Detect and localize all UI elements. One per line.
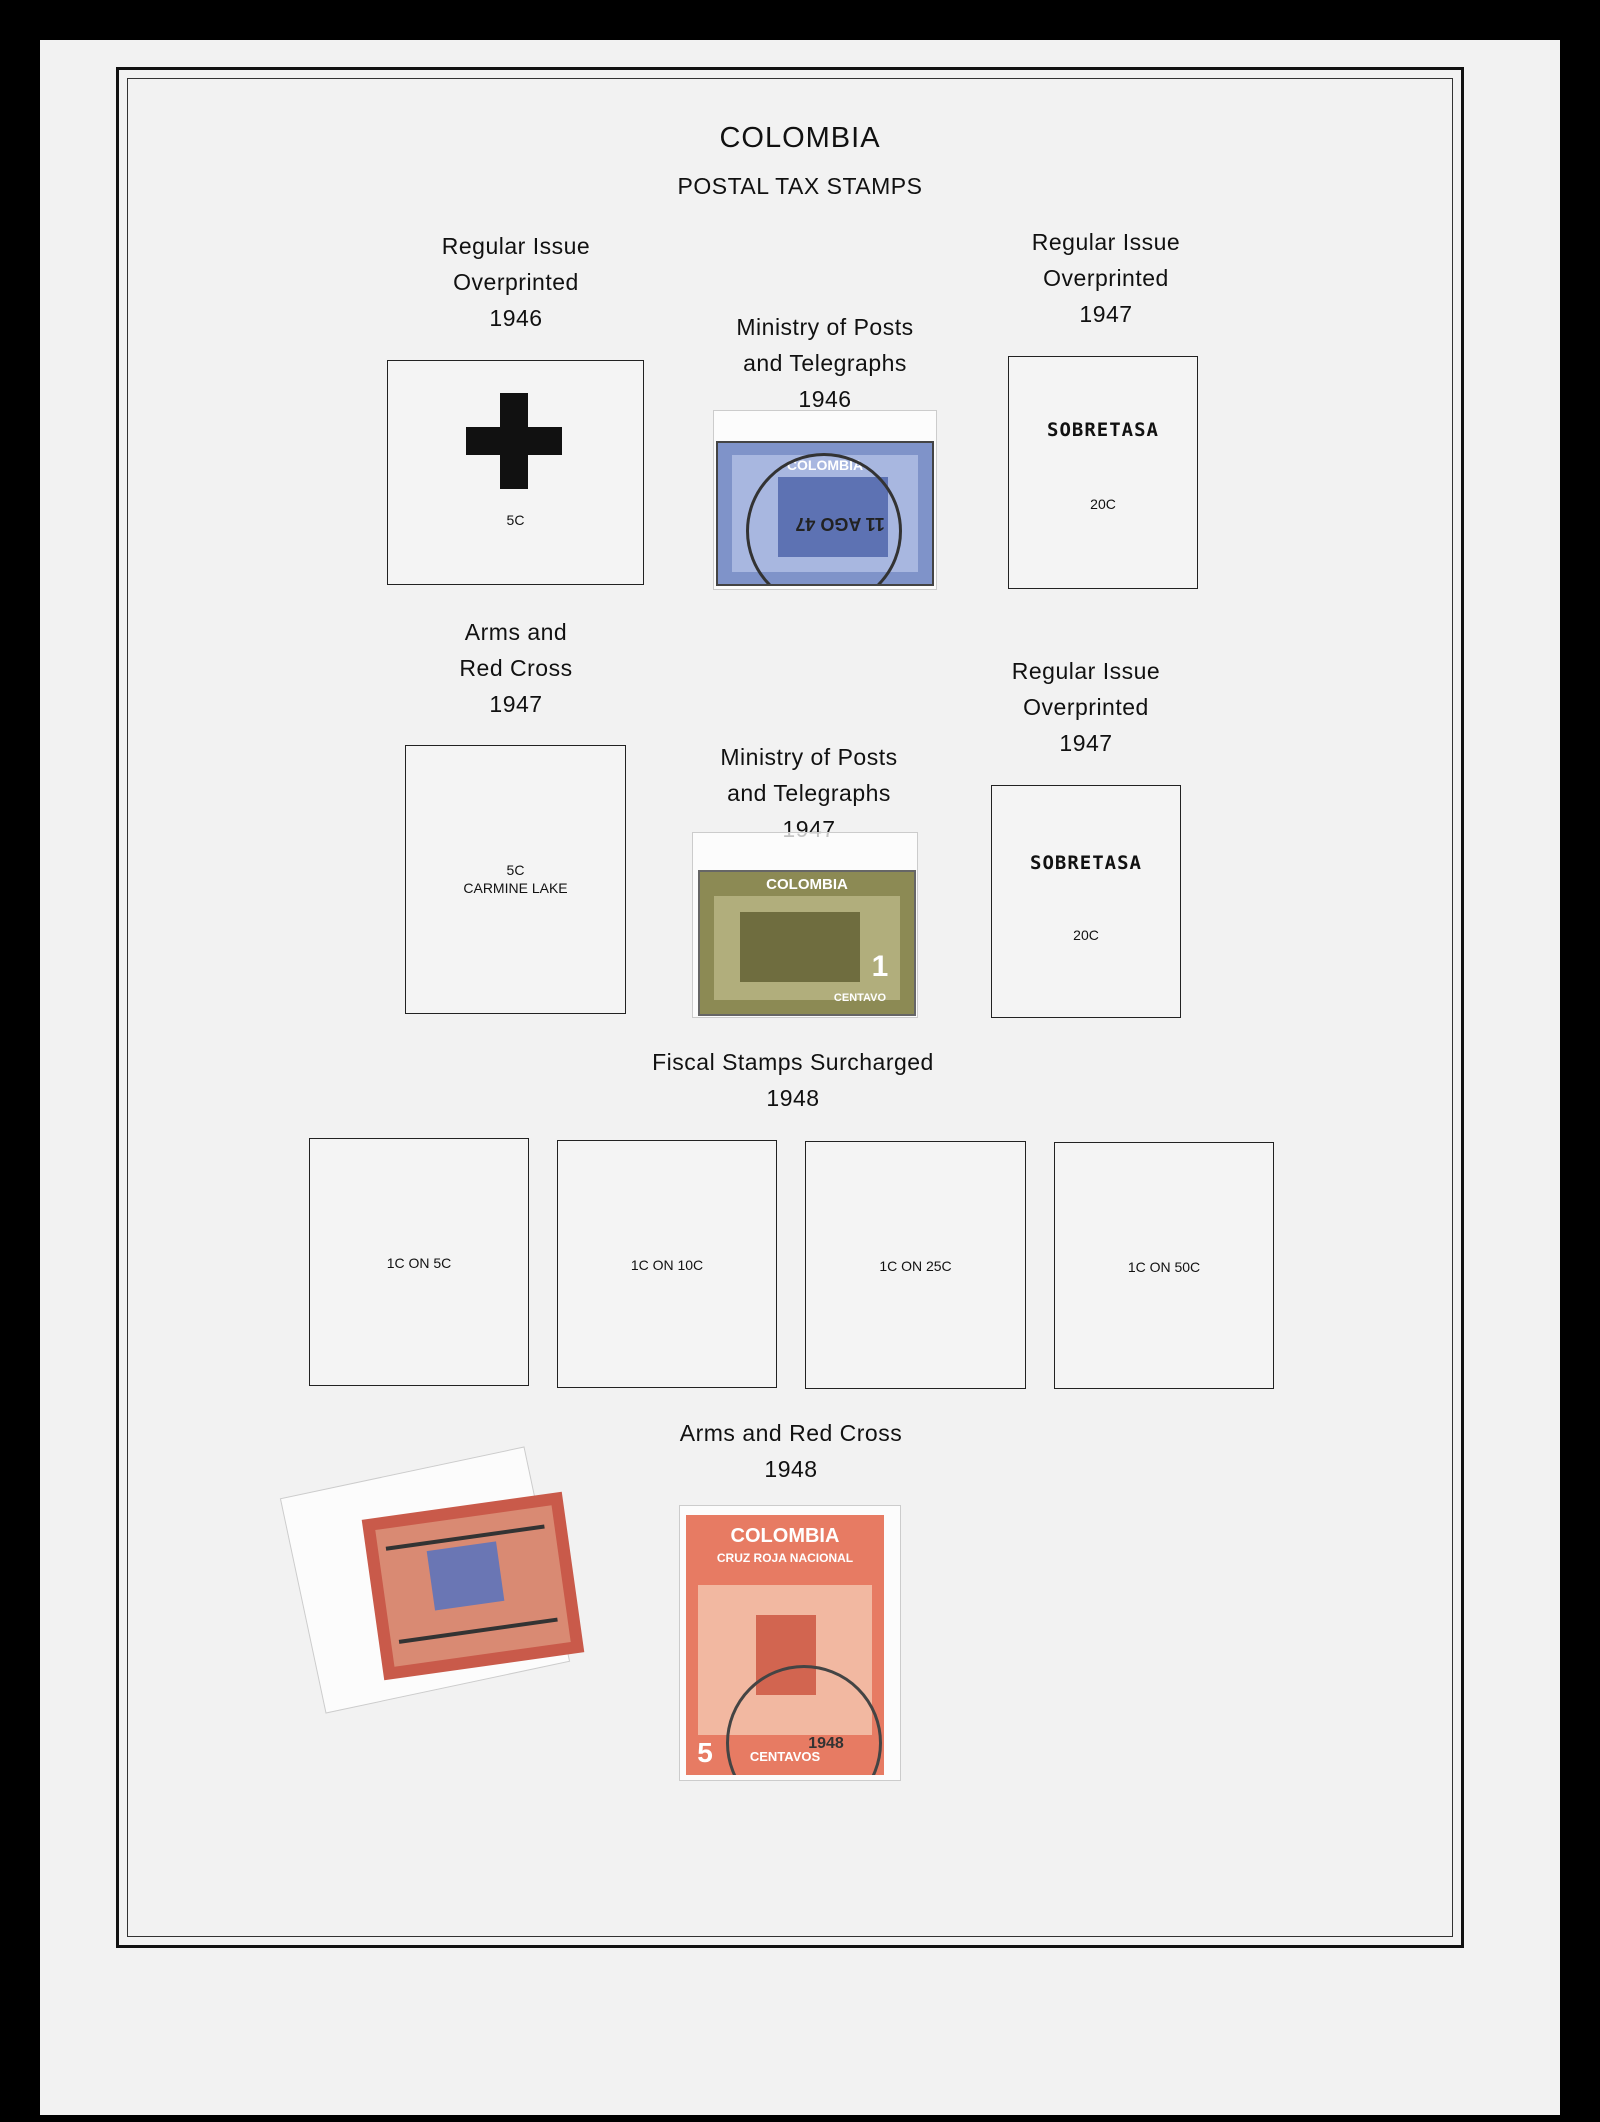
stamp-space-1c-on-50c: 1C ON 50C [1054,1142,1274,1389]
stamp-space-red-cross-5c: 5C [387,360,644,585]
red-cross-icon [466,393,562,489]
stamp-space-1c-on-25c: 1C ON 25C [805,1141,1026,1389]
stamp-subtitle-text: CRUZ ROJA NACIONAL [716,1551,854,1565]
heading-fiscal-stamps-1948: Fiscal Stamps Surcharged 1948 [652,1049,934,1111]
stamp-denomination-text: 5 [697,1737,713,1768]
stamp-space-label: 1C ON 5C [386,1255,452,1271]
stamp-postmark-text: 1948 [808,1735,844,1752]
page-border-inner [127,78,1453,1937]
stamp-red-rotated-1948 [361,1491,585,1681]
stamp-space-label: 1C ON 50C [1127,1259,1201,1275]
stamp-space-label: 1C ON 10C [630,1257,704,1273]
stamp-olive-ministry-1947: COLOMBIA 1 CENTAVO [698,870,916,1016]
stamp-space-label: 5C CARMINE LAKE [463,862,568,896]
stamp-postmark-text: 11 AGO 47 [795,514,885,534]
heading-regular-issue-1947-mid: Regular Issue Overprinted 1947 [1011,658,1161,756]
overprint-text: SOBRETASA [1047,419,1159,441]
overprint-text: SOBRETASA [1030,852,1142,874]
heading-arms-red-cross-1947: Arms and Red Cross 1947 [459,619,573,717]
stamp-space-carmine-lake-5c: 5C CARMINE LAKE [405,745,626,1014]
stamp-space-label: 20C [1090,496,1116,512]
stamp-blue-ministry-1946: COLOMBIA 11 AGO 47 [716,441,934,586]
stamp-country-text: COLOMBIA [766,876,848,893]
page-title: COLOMBIA [719,122,881,154]
stamp-country-text: COLOMBIA [730,1525,840,1547]
page-subtitle: POSTAL TAX STAMPS [677,173,923,199]
stamp-red-arms-1948: COLOMBIA CRUZ ROJA NACIONAL 5 CENTAVOS 1… [686,1515,884,1775]
heading-arms-red-cross-1948: Arms and Red Cross 1948 [679,1420,903,1482]
stamp-denomination-text: 1 [871,950,889,983]
stamp-space-label: 20C [1073,927,1099,943]
stamp-space-label: 1C ON 25C [879,1258,952,1274]
stamp-unit-text: CENTAVO [833,992,887,1004]
stamp-space-1c-on-5c: 1C ON 5C [309,1138,529,1386]
heading-ministry-1947: Ministry of Posts and Telegraphs 1947 [720,744,898,842]
heading-regular-issue-1947-top: Regular Issue Overprinted 1947 [1031,229,1181,327]
heading-ministry-1946: Ministry of Posts and Telegraphs 1946 [736,314,914,412]
stamp-space-sobretasa-20c-top: SOBRETASA 20C [1008,356,1198,589]
page-border-outer [116,67,1464,1948]
heading-regular-issue-1946: Regular Issue Overprinted 1946 [441,233,591,331]
stamp-space-1c-on-10c: 1C ON 10C [557,1140,777,1388]
stamp-space-sobretasa-20c-mid: SOBRETASA 20C [991,785,1181,1018]
stamp-space-label: 5C [506,512,525,528]
